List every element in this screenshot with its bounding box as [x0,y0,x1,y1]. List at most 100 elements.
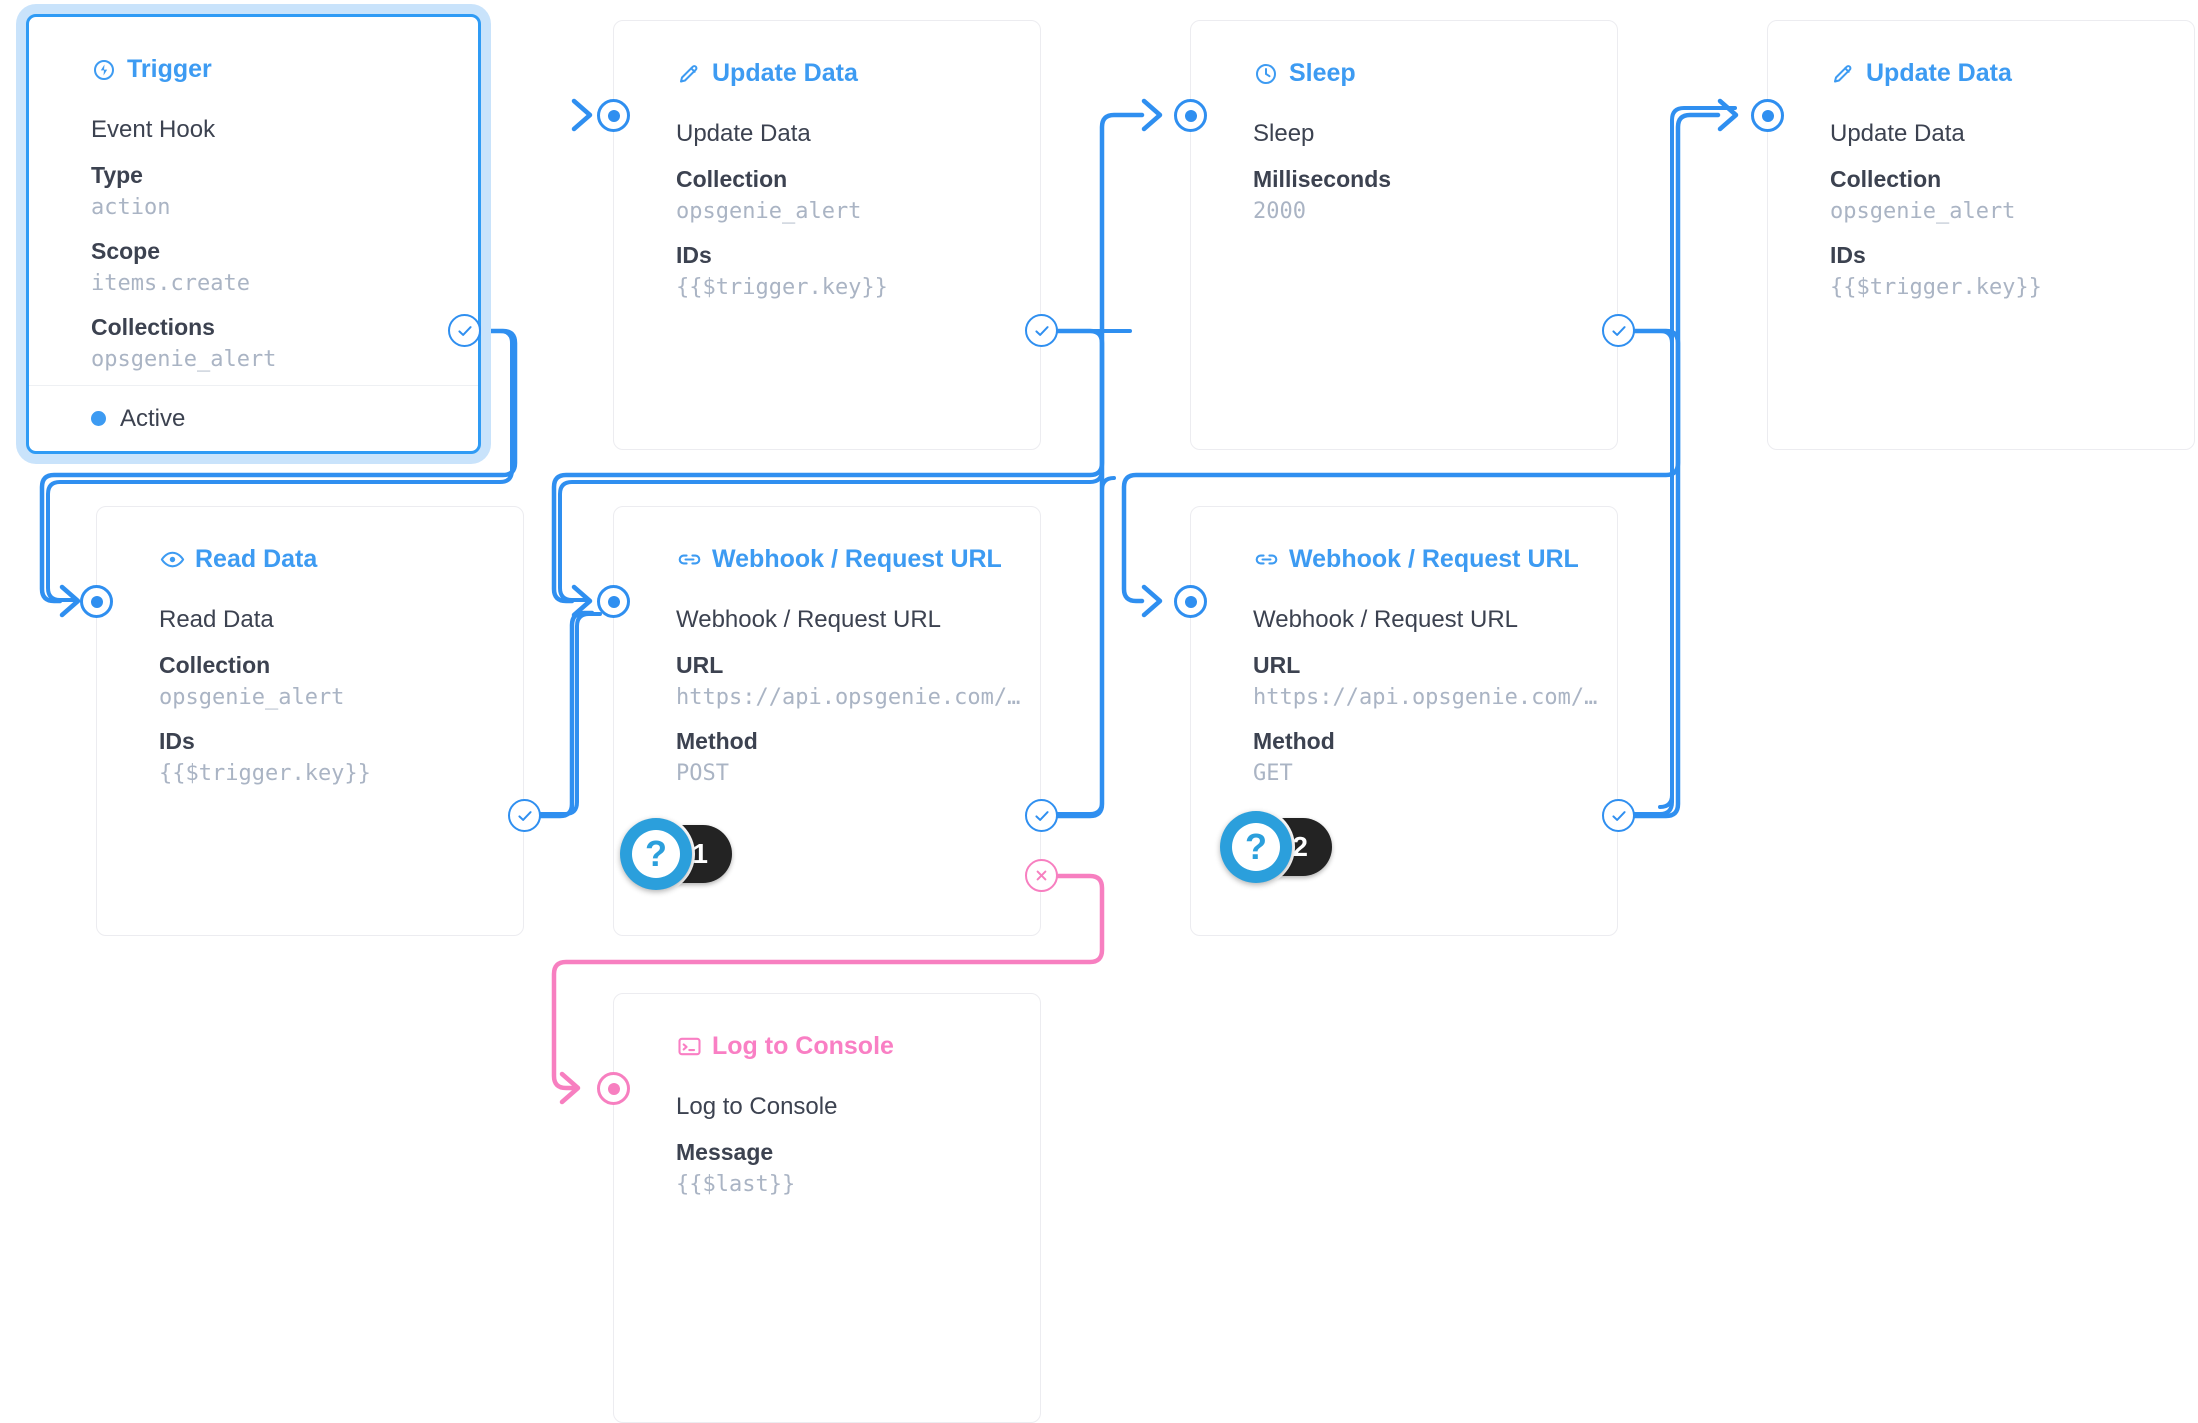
node-log-to-console-body: Log to Console Message {{$last}} [676,1088,1022,1201]
field-ids-label: IDs [1830,242,1866,268]
node-update-data-1-title: Update Data [712,59,858,87]
node-update-data-2[interactable]: Update Data Update Data Collection opsge… [1767,20,2195,450]
node-sleep[interactable]: Sleep Sleep Milliseconds 2000 [1190,20,1618,450]
node-webhook-post-title: Webhook / Request URL [712,545,1002,573]
field-milliseconds-value: 2000 [1253,199,1306,224]
field-scope-label: Scope [91,238,161,264]
status-dot-icon [91,411,106,426]
output-handle-trigger[interactable] [448,314,481,347]
eye-icon [159,547,185,573]
field-ids: IDs {{$trigger.key}} [1830,239,2176,304]
field-ids-value: {{$trigger.key}} [1830,275,2042,300]
field-collection-value: opsgenie_alert [676,199,862,224]
node-trigger-row-name: Event Hook [91,116,216,143]
field-collection: Collection opsgenie_alert [1830,163,2176,228]
arrowhead-sleep [1141,98,1163,132]
field-ids-label: IDs [676,242,712,268]
field-message-label: Message [676,1139,774,1165]
field-url-label: URL [1253,652,1301,678]
node-webhook-post-row-name: Webhook / Request URL [676,606,942,633]
field-ids: IDs {{$trigger.key}} [676,239,1022,304]
field-type-value: action [91,195,171,220]
field-method-value: GET [1253,761,1293,786]
input-handle-update-data-1[interactable] [597,99,630,132]
arrowhead-read-data [59,584,81,618]
arrowhead-update1 [571,98,593,132]
field-scope-value: items.create [91,271,250,296]
field-collection-label: Collection [159,652,271,678]
field-method-label: Method [1253,728,1335,754]
question-mark-icon: ? [632,830,680,878]
input-handle-webhook-get[interactable] [1174,585,1207,618]
node-read-data-title: Read Data [195,545,318,573]
field-type: Type action [91,159,460,224]
badge-2[interactable]: 2 ? [1220,811,1332,883]
link-icon [1253,547,1279,573]
node-sleep-body: Sleep Milliseconds 2000 [1253,115,1599,228]
input-handle-update-data-2[interactable] [1751,99,1784,132]
node-sleep-title: Sleep [1289,59,1356,87]
field-milliseconds-label: Milliseconds [1253,166,1392,192]
node-webhook-get-body: Webhook / Request URL URL https://api.op… [1253,601,1599,790]
node-webhook-post-title-row: Webhook / Request URL [676,545,1002,574]
field-ids-value: {{$trigger.key}} [676,275,888,300]
output-handle-webhook-get[interactable] [1602,799,1635,832]
link-icon [676,547,702,573]
field-url: URL https://api.opsgenie.com/v… [1253,649,1599,714]
output-handle-update-data-1[interactable] [1025,314,1058,347]
edge-webhookget-to-update2 [1631,106,1737,816]
node-update-data-2-row-name: Update Data [1830,120,1965,147]
node-log-to-console[interactable]: Log to Console Log to Console Message {{… [613,993,1041,1423]
field-collection-label: Collection [1830,166,1942,192]
node-update-data-1-row-name: Update Data [676,120,811,147]
node-read-data[interactable]: Read Data Read Data Collection opsgenie_… [96,506,524,936]
output-handle-webhook-post[interactable] [1025,799,1058,832]
node-trigger-title: Trigger [127,55,212,83]
input-handle-sleep[interactable] [1174,99,1207,132]
field-collection-label: Collection [676,166,788,192]
pencil-icon [676,61,702,87]
node-sleep-title-row: Sleep [1253,59,1356,88]
field-type-label: Type [91,162,143,188]
arrowhead-webhook-get [1141,584,1163,618]
badge-1-ring: ? [620,818,692,890]
output-handle-sleep[interactable] [1602,314,1635,347]
node-webhook-get-title: Webhook / Request URL [1289,545,1579,573]
node-webhook-post-body: Webhook / Request URL URL https://api.op… [676,601,1022,790]
bolt-circle-icon [91,57,117,83]
field-message-value: {{$last}} [676,1172,796,1197]
input-handle-read-data[interactable] [80,585,113,618]
edge-f [1616,112,1721,819]
field-method-value: POST [676,761,729,786]
input-handle-log-to-console[interactable] [597,1072,630,1105]
edge-e [1040,112,1145,819]
badge-1[interactable]: 1 ? [620,818,732,890]
field-collection: Collection opsgenie_alert [159,649,505,714]
node-update-data-2-title: Update Data [1866,59,2012,87]
field-method: Method POST [676,725,1022,790]
node-trigger[interactable]: Trigger Event Hook Type action Scope ite… [26,14,481,454]
field-ids-label: IDs [159,728,195,754]
field-method: Method GET [1253,725,1599,790]
node-read-data-title-row: Read Data [159,545,317,574]
field-collections-value: opsgenie_alert [91,347,277,372]
input-handle-webhook-post[interactable] [597,585,630,618]
question-mark-icon: ? [1232,823,1280,871]
reject-handle-webhook-post[interactable] [1025,859,1058,892]
field-collections: Collections opsgenie_alert [91,311,460,376]
clock-icon [1253,61,1279,87]
output-handle-read-data[interactable] [508,799,541,832]
node-update-data-1[interactable]: Update Data Update Data Collection opsge… [613,20,1041,450]
node-webhook-get-row-name: Webhook / Request URL [1253,606,1519,633]
field-url-value: https://api.opsgenie.com/v… [1253,685,1599,710]
status-badge: Active [120,404,186,432]
field-ids: IDs {{$trigger.key}} [159,725,505,790]
arrowhead-update2 [1717,98,1739,132]
node-log-to-console-row-name: Log to Console [676,1093,838,1120]
field-milliseconds: Milliseconds 2000 [1253,163,1599,228]
node-sleep-row-name: Sleep [1253,120,1315,147]
field-collections-label: Collections [91,314,215,340]
pencil-icon [1830,61,1856,87]
field-scope: Scope items.create [91,235,460,300]
